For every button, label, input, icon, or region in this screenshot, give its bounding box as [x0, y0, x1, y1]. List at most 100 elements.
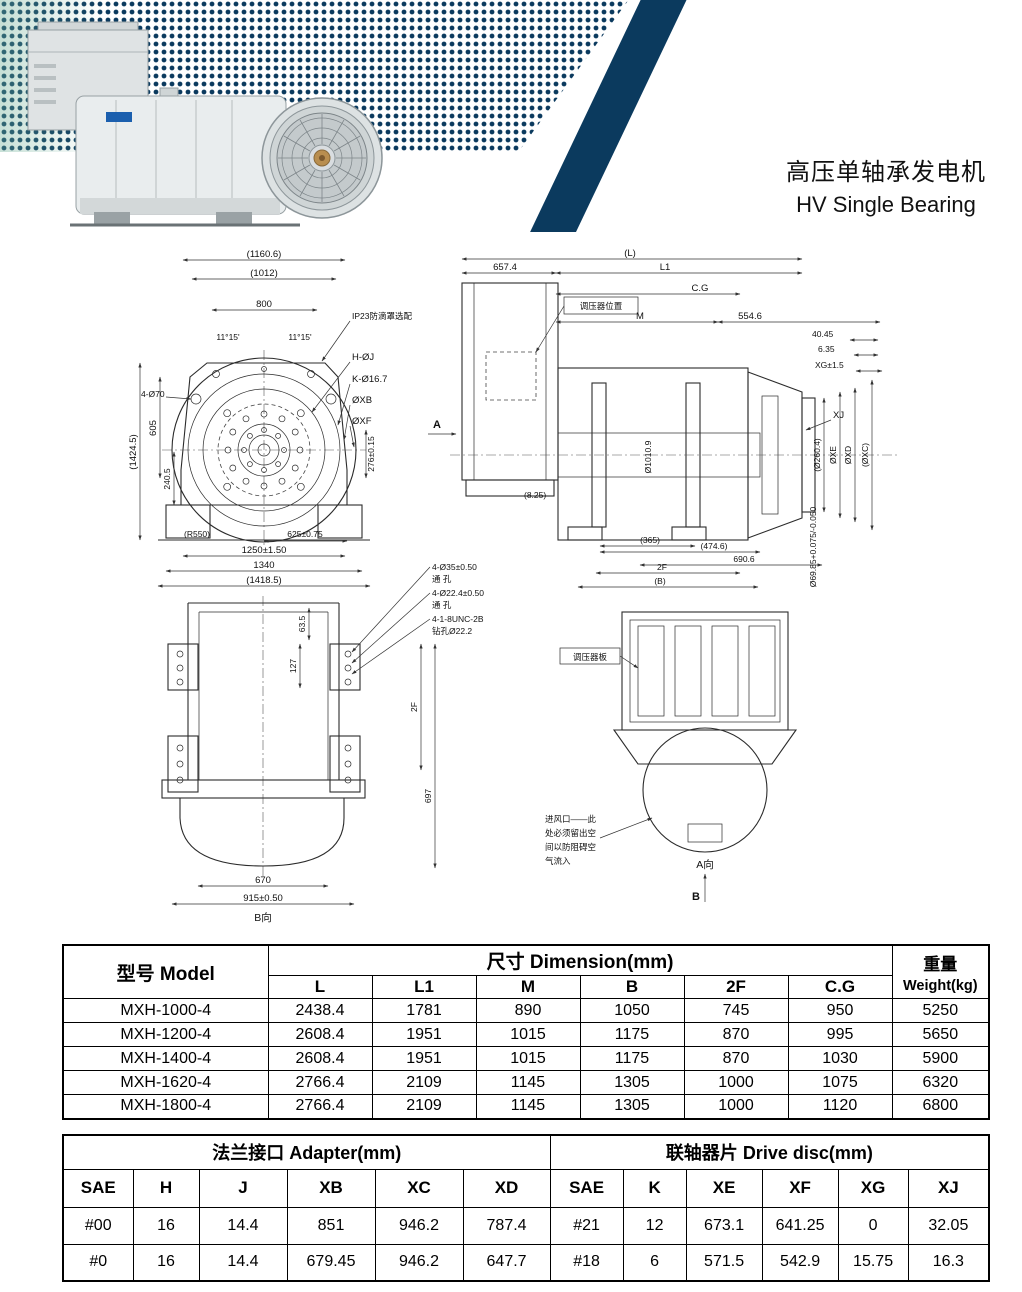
cell: 1305 — [579, 1094, 685, 1119]
note-regulator-position: 调压器位置 — [580, 301, 623, 311]
terminal-box — [27, 21, 149, 131]
front-housing — [158, 350, 370, 548]
cell: 32.05 — [907, 1206, 990, 1245]
col-header-L: L — [267, 975, 373, 999]
cell: 542.9 — [761, 1243, 839, 1282]
cell: 571.5 — [685, 1243, 763, 1282]
cell: 2109 — [371, 1070, 477, 1095]
dim-label: Ø69.85+0.075/-0.050 — [808, 506, 818, 587]
dim-label: 6.35 — [818, 344, 835, 354]
table-row: #0 16 14.4 679.45 946.2 647.7 #18 6 571.… — [62, 1243, 990, 1282]
view-label-b: B向 — [254, 911, 272, 924]
cell: 1015 — [475, 1046, 581, 1071]
col-header: XF — [761, 1168, 839, 1208]
cell: #00 — [62, 1206, 134, 1245]
weight-value: 5650 — [891, 1022, 990, 1047]
cell: #0 — [62, 1243, 134, 1282]
label-xf: ØXF — [352, 416, 372, 427]
dim-label: 625±0.75 — [287, 529, 323, 539]
inlet-note: 间以防阻碍空 — [545, 842, 596, 852]
label-hj: H-ØJ — [352, 352, 374, 363]
dim-label: (B) — [654, 576, 666, 586]
cell: 1781 — [371, 998, 477, 1023]
bottom-dimensions: 63.5 127 4-Ø35±0.50 通 孔 4-Ø22.4±0.50 通 孔… — [171, 562, 484, 924]
cell: 870 — [683, 1046, 789, 1071]
dim-label: 240.5 — [162, 468, 172, 490]
col-header: SAE — [549, 1168, 624, 1208]
fan-mesh — [179, 797, 345, 867]
inlet-note: 进风口——此 — [545, 814, 597, 824]
dimension-column-header: 尺寸 Dimension(mm) — [267, 944, 893, 976]
col-header: XE — [685, 1168, 763, 1208]
note-regulator-panel: 调压器板 — [573, 652, 608, 662]
end-bell-grille — [261, 97, 383, 219]
angle-label: 11°15' — [288, 332, 312, 342]
cell: 890 — [475, 998, 581, 1023]
dim-label: ØXD — [843, 446, 853, 464]
dim-label: (Ø260.4) — [812, 438, 822, 472]
weight-value: 5250 — [891, 998, 990, 1023]
col-header-B: B — [579, 975, 685, 999]
col-header-L1: L1 — [371, 975, 477, 999]
table-row: MXH-1620-4 2766.4 2109 1145 1305 1000 10… — [62, 1070, 990, 1095]
dim-label: (L) — [624, 248, 636, 259]
cell: 1951 — [371, 1046, 477, 1071]
model-column-header: 型号 Model — [62, 944, 269, 999]
dim-label: 40.45 — [812, 329, 834, 339]
cell: #18 — [549, 1243, 624, 1282]
section-label-a: A — [433, 419, 441, 431]
cell: 787.4 — [462, 1206, 551, 1245]
dim-label: 2F — [657, 562, 667, 572]
dim-label: 1250±1.50 — [242, 545, 287, 556]
hole-note: 钻孔Ø22.2 — [432, 626, 472, 636]
cell: 1175 — [579, 1022, 685, 1047]
cell: 946.2 — [374, 1206, 464, 1245]
model-name: MXH-1200-4 — [62, 1022, 269, 1047]
col-header: XD — [462, 1168, 551, 1208]
cell: 1145 — [475, 1070, 581, 1095]
dim-label: 657.4 — [493, 262, 517, 273]
dim-label: 63.5 — [297, 615, 307, 632]
dim-label: Ø1010.9 — [643, 440, 653, 473]
cell: 16.3 — [907, 1243, 990, 1282]
hole-note: 4-1-8UNC-2B — [432, 614, 484, 624]
cell: 641.25 — [761, 1206, 839, 1245]
weight-value: 5900 — [891, 1046, 990, 1071]
dim-label: 554.6 — [738, 311, 762, 322]
page-title-en: HV Single Bearing — [796, 192, 976, 217]
rear-view: 调压器板 进风口——此 处必须留出空 间以防阻碍空 气流入 A向 B — [545, 611, 798, 903]
hole-note: 4-Ø35±0.50 — [432, 562, 477, 572]
note-ip23: IP23防滴罩选配 — [352, 311, 412, 321]
weight-label-cn: 重量 — [923, 954, 958, 974]
col-header: SAE — [62, 1168, 134, 1208]
dim-label: (ØXC) — [860, 443, 870, 467]
cell: 1050 — [579, 998, 685, 1023]
page-title-block: 高压单轴承发电机 HV Single Bearing — [775, 152, 997, 218]
model-name: MXH-1000-4 — [62, 998, 269, 1023]
dim-label: (R550) — [184, 529, 210, 539]
cell: 1951 — [371, 1022, 477, 1047]
bottom-outline — [161, 596, 366, 876]
table-row: MXH-1200-4 2608.4 1951 1015 1175 870 995… — [62, 1022, 990, 1047]
front-dimensions: (1160.6) (1012) 800 11°15' 11°15' IP23防滴… — [128, 249, 412, 588]
dim-label: (365) — [640, 535, 660, 545]
label-xb: ØXB — [352, 395, 372, 406]
dim-label: 1340 — [253, 560, 274, 571]
dim-label: M — [636, 311, 644, 322]
table-row: MXH-1800-4 2766.4 2109 1145 1305 1000 11… — [62, 1094, 990, 1119]
dim-label: C.G — [692, 283, 709, 294]
label-k167: K-Ø16.7 — [352, 374, 387, 385]
dim-label: 690.6 — [733, 554, 755, 564]
cell: 1030 — [787, 1046, 893, 1071]
page-title-cn: 高压单轴承发电机 — [786, 159, 986, 186]
col-header: XC — [374, 1168, 464, 1208]
cell: 1015 — [475, 1022, 581, 1047]
rear-outline — [612, 611, 798, 853]
adapter-title: 法兰接口 Adapter(mm) — [62, 1134, 551, 1170]
cell: 1305 — [579, 1070, 685, 1095]
cell: 679.45 — [286, 1243, 376, 1282]
cell: 1175 — [579, 1046, 685, 1071]
table-row: #00 16 14.4 851 946.2 787.4 #21 12 673.1… — [62, 1206, 990, 1245]
cell: 950 — [787, 998, 893, 1023]
